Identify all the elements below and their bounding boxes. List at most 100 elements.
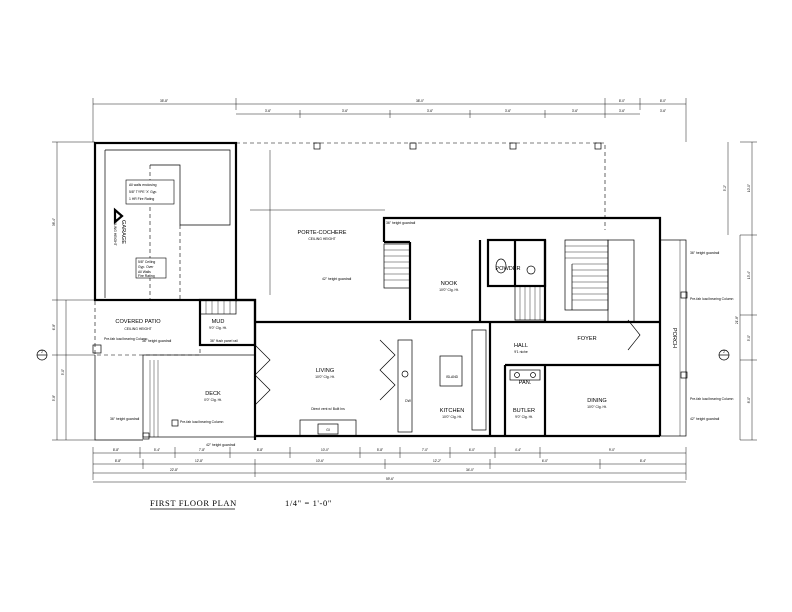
dim-bottom-pair-2: 34'-0": [466, 468, 474, 472]
gi-label: GI: [326, 428, 330, 432]
porte-rail-note: 42" height guardrail: [322, 277, 352, 281]
toilet-icon: [495, 258, 507, 274]
dim-bottom-mid-5: 6'-0": [542, 459, 548, 463]
porch: PORCH 36" height guardrail Pre-fab load …: [659, 239, 733, 437]
porch-column-note: Pre-fab load bearing Column: [690, 297, 733, 301]
deck-column-icon-2: [171, 419, 179, 427]
kitchen-sub: 10'0" Clg. Ht.: [442, 415, 462, 419]
section-marker-west: 2: [36, 349, 48, 361]
dim-top-sub-7: 3'-6": [660, 109, 666, 113]
dim-left-3: 5'-8": [52, 395, 56, 401]
living-bay-window[interactable]: [254, 344, 271, 406]
dim-top-overall-3: 8'-0": [619, 99, 625, 103]
deck-rail-note-2: 42" height guardrail: [206, 443, 236, 447]
dim-right-1: 10'-0": [747, 184, 751, 192]
foyer-bay-window[interactable]: [627, 319, 641, 351]
butler-sink-icon-2: [530, 372, 536, 378]
mud-room: MUD 9'0" Clg. Ht. 36" flush panel rail: [198, 298, 257, 347]
kitchen-fixtures: [397, 258, 541, 433]
dim-top-sub-1: 3'-6": [265, 109, 271, 113]
plan-scale: 1/4" = 1'-0": [285, 498, 332, 508]
porch-rail-note: 36" height guardrail: [690, 251, 720, 255]
dim-top-sub-2: 3'-6": [342, 109, 348, 113]
dim-bottom-sub-1: 8'-8": [113, 448, 119, 452]
title-block: FIRST FLOOR PLAN 1/4" = 1'-0": [150, 498, 332, 510]
dim-left-4: 5'-0": [61, 369, 65, 375]
deck-sub: 0'0" Clg. Ht.: [204, 398, 222, 402]
porch-rail-note-2: 42" height guardrail: [690, 417, 720, 421]
garage-ceiling-line-4: Fire Rating: [138, 274, 155, 278]
dim-bottom-sub-5: 10'-0": [321, 448, 329, 452]
dim-bottom-mid-6: 8'-4": [640, 459, 646, 463]
dining-sub: 10'0" Clg. Ht.: [587, 405, 607, 409]
living-label: LIVING: [316, 368, 334, 374]
garage-ceiling-line-2: Gyp. Over: [138, 265, 154, 269]
patio-column-icon: [92, 344, 102, 354]
dim-bottom-sub-8: 6'-0": [469, 448, 475, 452]
hall-label: HALL: [514, 343, 528, 349]
plan-title: FIRST FLOOR PLAN: [150, 498, 237, 508]
stair-foyer: [565, 245, 608, 310]
pantry-label: PAN.: [519, 380, 532, 386]
nook-sub: 10'0" Clg. Ht.: [439, 288, 459, 292]
sink-icon: [401, 370, 409, 378]
mud-label: MUD: [212, 319, 225, 325]
dim-top-overall-4: 8'-0": [660, 99, 666, 103]
dim-top-sub-5: 3'-6": [572, 109, 578, 113]
dim-top-overall-2: 38'-0": [416, 99, 424, 103]
dim-right-3: 5'-0": [747, 335, 751, 341]
dim-bottom-sub-3: 7'-8": [199, 448, 205, 452]
garage-fire-note: [125, 179, 175, 205]
fireplace-note: Direct vent w/ Built Ins: [311, 407, 345, 411]
dw-label: DW: [405, 399, 411, 403]
porch-column-icon: [680, 291, 688, 299]
kitchen-counter-west: [397, 339, 413, 433]
butler-sink-icon: [514, 372, 520, 378]
deck-rail-note: 36" height guardrail: [110, 417, 140, 421]
kitchen-label: KITCHEN: [440, 408, 465, 414]
dim-bottom-overall: 59'-6": [386, 477, 394, 481]
garage: All walls enclosing 5/8" TYPE 'X' Gyp. 1…: [93, 141, 238, 302]
fireplace: [299, 419, 357, 437]
dim-right-4: 8'-0": [747, 397, 751, 403]
dim-bottom-mid-2: 12'-8": [195, 459, 203, 463]
garage-note-line-1: All walls enclosing: [129, 183, 157, 187]
garage-note-line-2: 5/8" TYPE 'X' Gyp.: [129, 190, 157, 194]
hall-sub: 9'1 niche: [514, 350, 528, 354]
dim-bottom-sub-10: 9'-0": [609, 448, 615, 452]
foyer-label: FOYER: [577, 336, 596, 342]
dim-bottom-sub-2: 5'-4": [154, 448, 160, 452]
bottom-dimensions: 8'-8" 5'-4" 7'-8" 8'-8" 10'-0" 5'-8" 7'-…: [92, 447, 687, 483]
kitchen-island: [439, 355, 463, 387]
garage-ceiling-line-1: 5/8" Ceiling: [138, 260, 155, 264]
stair-hall: [514, 285, 546, 321]
stair-mud: [199, 299, 237, 315]
deck: DECK 0'0" Clg. Ht. 36" height guardrail …: [94, 354, 256, 447]
powder-label: POWDER: [495, 266, 520, 272]
dim-bottom-sub-4: 8'-8": [257, 448, 263, 452]
nook-label: NOOK: [441, 281, 458, 287]
garage-label: GARAGE: [120, 220, 126, 244]
section-marker-west-label: 2: [41, 350, 43, 354]
island-label: ISLAND: [446, 375, 459, 379]
patio-column-note: Pre-fab load bearing Column: [104, 337, 147, 341]
garage-ceiling-note: [135, 257, 167, 279]
side-dimensions: 38'-4" 6'-8" 5'-8" 5'-0" 10'-0" 13'-4" 5…: [52, 141, 757, 441]
dim-right-2: 13'-4": [747, 271, 751, 279]
deck-label: DECK: [205, 391, 221, 397]
section-marker-east: 2: [718, 349, 730, 361]
dim-bottom-mid-4: 12'-2": [433, 459, 441, 463]
living-east-window[interactable]: [379, 339, 396, 401]
dim-bottom-sub-6: 5'-8": [377, 448, 383, 452]
porch-column-icon-2: [680, 371, 688, 379]
stairs: [199, 243, 608, 321]
living-sub: 10'0" Clg. Ht.: [315, 375, 335, 379]
butler-label: BUTLER: [513, 408, 535, 414]
dim-top-overall-1: 35'-8": [160, 99, 168, 103]
living-features: GI Direct vent w/ Built Ins: [254, 319, 641, 437]
top-dimensions: 35'-8" 38'-0" 8'-0" 8'-0" 3'-6" 3'-6" 3'…: [92, 98, 687, 142]
garage-ceiling-line-3: All Walls: [138, 270, 151, 274]
porte-rail-note-2: 36" height guardrail: [386, 221, 416, 225]
dim-bottom-mid-3: 10'-6": [316, 459, 324, 463]
